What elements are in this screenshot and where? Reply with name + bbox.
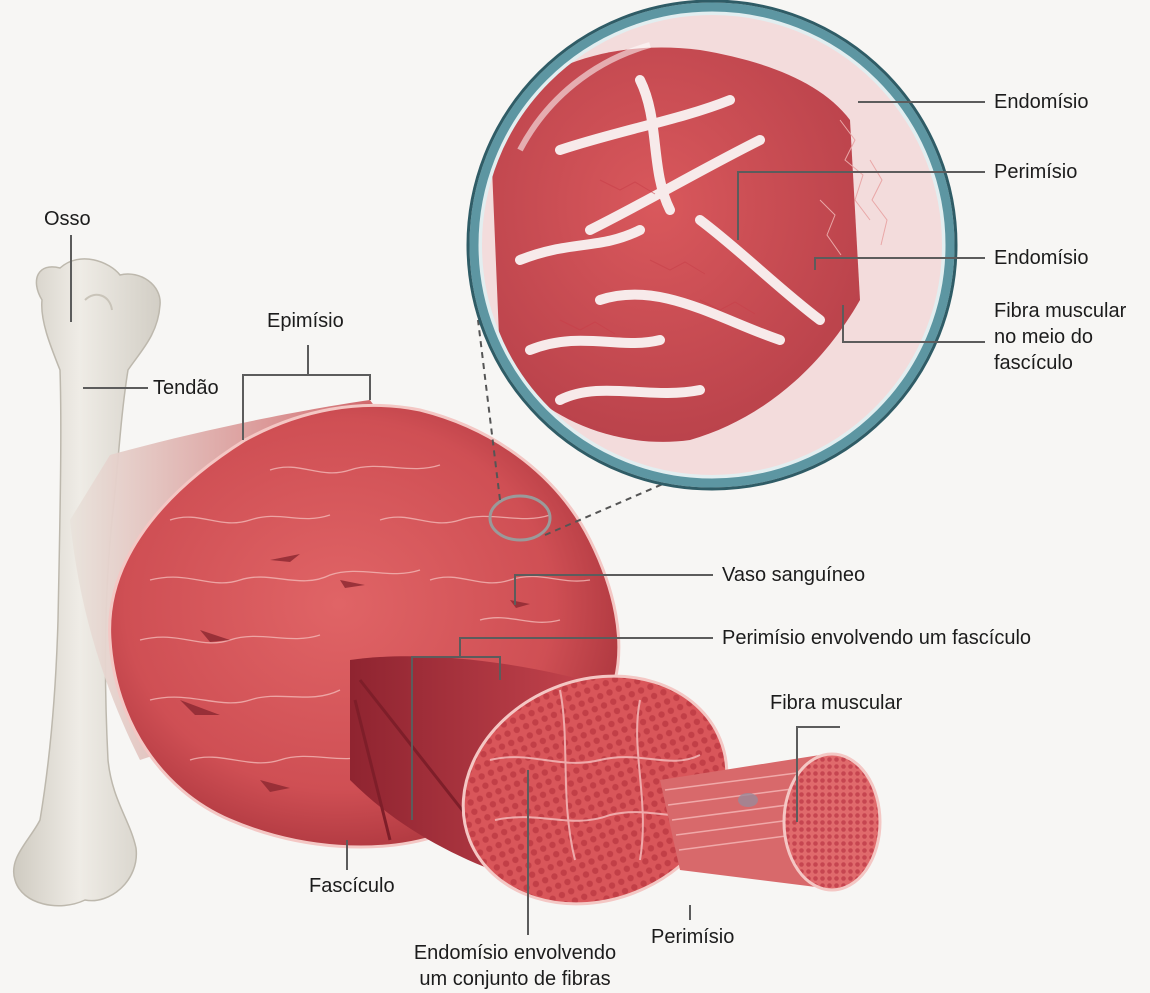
label-perimisio-top: Perimísio xyxy=(994,159,1077,185)
label-endomisio-envolvendo-line1: Endomísio envolvendo xyxy=(395,940,635,966)
label-endomisio-envolvendo: Endomísio envolvendo um conjunto de fibr… xyxy=(395,940,635,992)
label-vaso: Vaso sanguíneo xyxy=(722,562,865,588)
label-fibra-meio-line3: fascículo xyxy=(994,350,1144,376)
label-fibra-meio-line1: Fibra muscular xyxy=(994,298,1144,324)
label-endomisio-mid: Endomísio xyxy=(994,245,1089,271)
label-epimisio: Epimísio xyxy=(267,308,344,334)
magnified-view xyxy=(468,0,960,490)
label-osso: Osso xyxy=(44,206,91,232)
label-endomisio-top: Endomísio xyxy=(994,89,1089,115)
label-tendao: Tendão xyxy=(153,375,219,401)
label-fibra-meio: Fibra muscular no meio do fascículo xyxy=(994,298,1144,376)
label-fibra-meio-line2: no meio do xyxy=(994,324,1144,350)
label-endomisio-envolvendo-line2: um conjunto de fibras xyxy=(395,966,635,992)
label-perimisio-envolvendo: Perimísio envolvendo um fascículo xyxy=(722,625,1031,651)
label-perimisio-bottom: Perimísio xyxy=(651,924,734,950)
label-fibra-muscular: Fibra muscular xyxy=(770,690,902,716)
label-fasciculo: Fascículo xyxy=(309,873,395,899)
